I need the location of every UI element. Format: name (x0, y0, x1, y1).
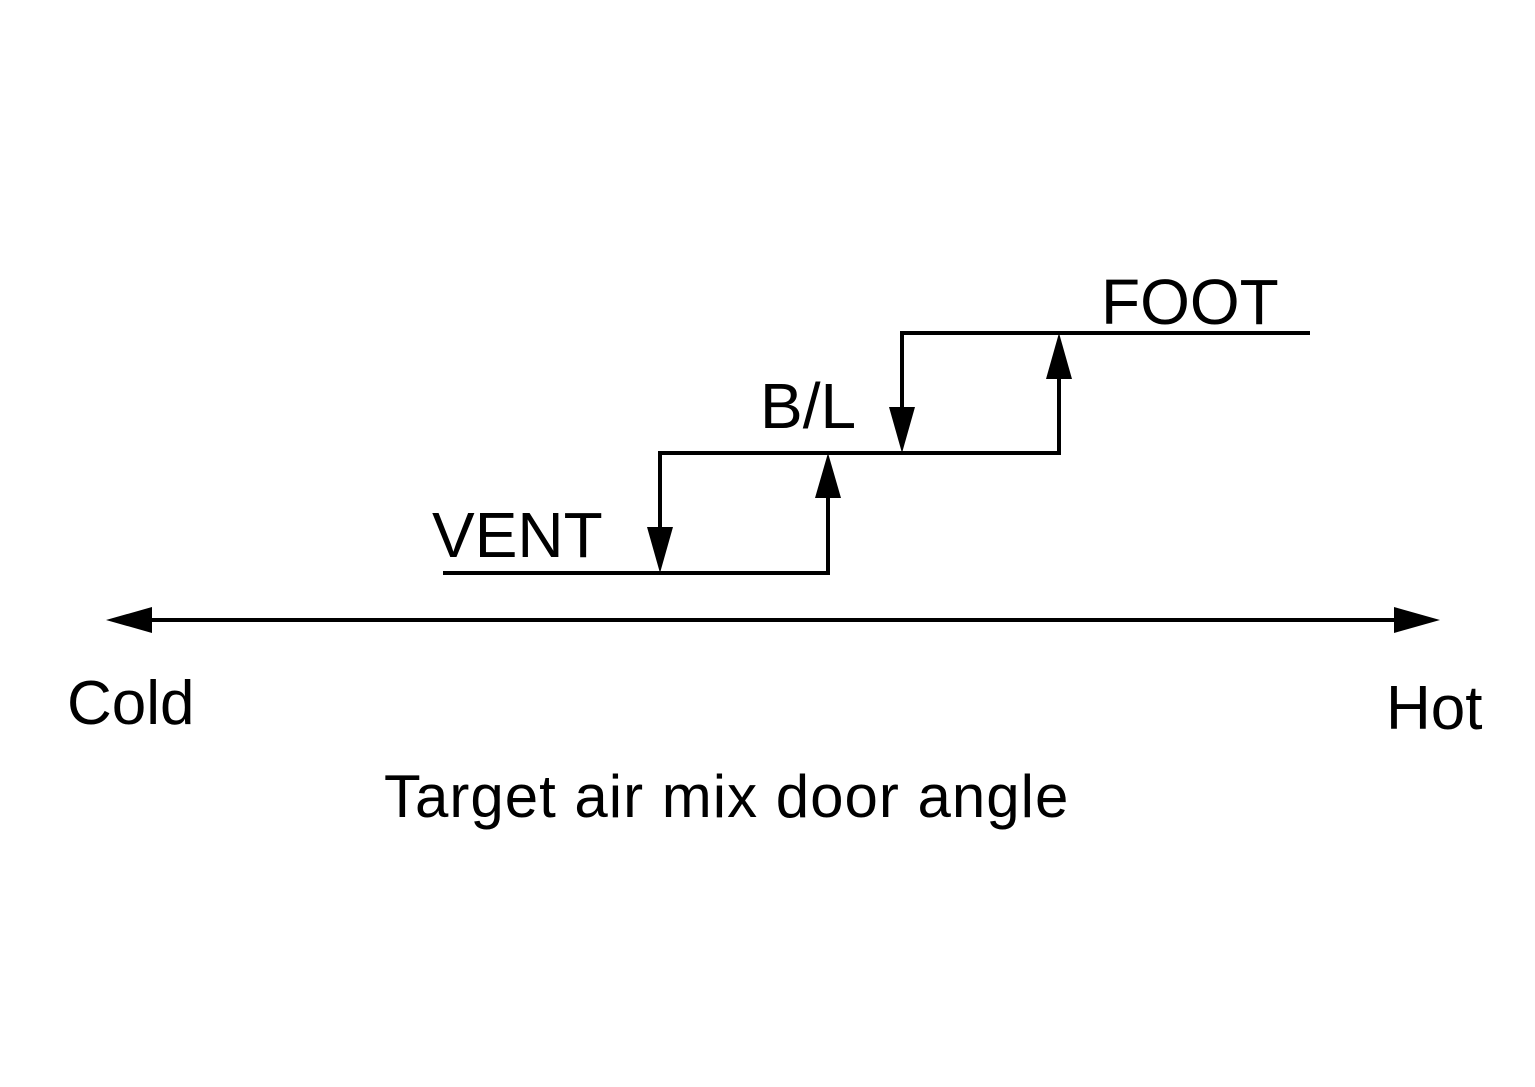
axis-arrow-right-icon (1394, 607, 1440, 633)
bl-label: B/L (760, 370, 856, 442)
arrow-up-icon (815, 453, 841, 498)
mode-steps (443, 331, 1310, 575)
arrow-down-icon (889, 407, 915, 453)
hot-label: Hot (1386, 674, 1482, 743)
foot-label: FOOT (1101, 266, 1279, 338)
vent-label: VENT (432, 499, 603, 571)
cold-label: Cold (67, 669, 195, 738)
axis-arrow-left-icon (106, 607, 152, 633)
arrow-up-icon (1046, 333, 1072, 379)
step-arrowheads (647, 333, 1072, 573)
axis-title: Target air mix door angle (384, 763, 1069, 830)
temperature-axis (106, 607, 1440, 633)
arrow-down-icon (647, 527, 673, 573)
